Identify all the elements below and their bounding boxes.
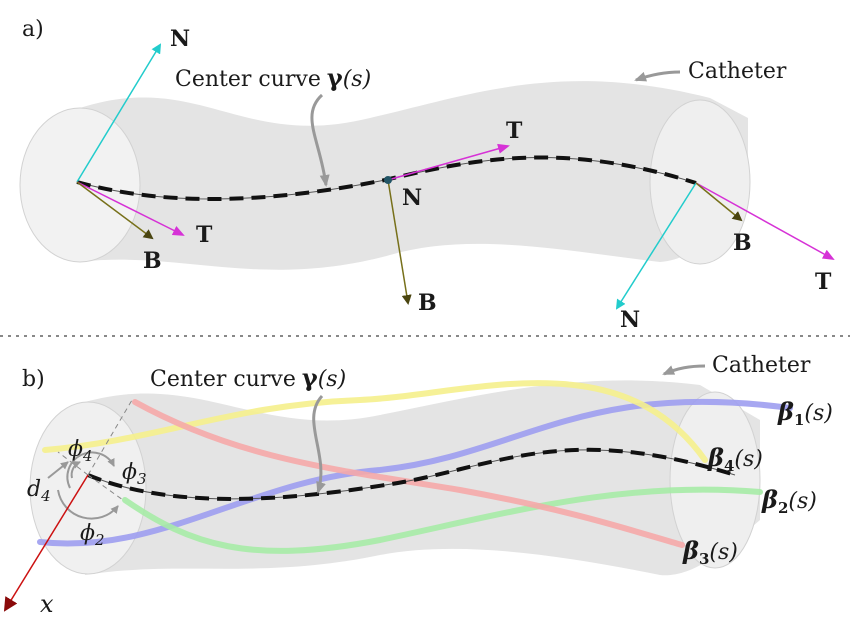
catheter-label-b: Catheter — [712, 353, 811, 378]
tube-end-right-b — [669, 391, 761, 569]
wire-beta-2 — [122, 486, 763, 554]
wire-beta-1 — [37, 398, 793, 547]
wire-beta-4 — [42, 380, 708, 463]
binormal-label-3: B — [733, 230, 752, 256]
x-axis-arrow — [3, 474, 89, 612]
distance-label-d4: d4 — [27, 477, 51, 505]
center-curve-pointer-a — [310, 93, 330, 187]
angle-arc-phi-3 — [66, 451, 115, 489]
tangent-label-3: T — [815, 269, 832, 295]
tube-end-left-b — [29, 401, 147, 575]
angle-arc-phi-2 — [57, 489, 119, 520]
x-axis-label: x — [40, 590, 54, 618]
catheter-label-a: Catheter — [688, 59, 787, 84]
tangent-vector-3 — [695, 182, 835, 260]
normal-vector-3 — [615, 182, 697, 310]
wire-beta-3 — [132, 399, 685, 548]
wire-label-beta-2: β2(s) — [761, 485, 817, 517]
wire-label-beta-3: β3(s) — [682, 536, 738, 568]
binormal-label-1: B — [143, 248, 162, 274]
center-curve-b-thin — [87, 449, 736, 500]
tangent-label-1: T — [196, 222, 213, 248]
normal-vector-2-tip — [384, 176, 392, 184]
angle-label-phi-2: ϕ2 — [80, 521, 105, 549]
tangent-label-2: T — [506, 118, 523, 144]
radius-line-beta-3 — [87, 399, 133, 476]
tube-end-right-a — [649, 99, 751, 265]
wire-label-beta-1: β1(s) — [777, 397, 833, 429]
binormal-vector-1 — [76, 181, 154, 240]
binormal-vector-2 — [387, 179, 412, 305]
angle-label-phi-4: ϕ4 — [68, 437, 93, 465]
binormal-label-2: B — [418, 290, 437, 316]
center-curve-pointer-b — [312, 394, 326, 494]
panel-a: a) N T B T N B N T B Catheter — [19, 17, 835, 333]
normal-vector-1 — [76, 43, 162, 183]
normal-label-2: N — [402, 185, 422, 211]
panel-a-label: a) — [22, 17, 44, 42]
panel-b-label: b) — [22, 367, 45, 392]
panel-b: b) x ϕ4 ϕ3 ϕ2 d4 β1(s) β4(s) β2(s) β3 — [3, 353, 833, 618]
binormal-vector-3 — [695, 182, 743, 222]
normal-label-1: N — [170, 26, 190, 52]
catheter-pointer-a — [634, 70, 681, 82]
angle-arc-phi-4 — [70, 461, 81, 479]
distance-pointer-d4 — [47, 461, 69, 479]
tangent-vector-1 — [76, 181, 185, 236]
radius-line-beta-2 — [87, 474, 124, 501]
tangent-vector-2 — [387, 143, 510, 181]
wire-label-beta-4: β4(s) — [707, 443, 763, 475]
angle-label-phi-3: ϕ3 — [122, 460, 147, 488]
catheter-tube-a — [80, 81, 748, 270]
catheter-pointer-b — [662, 364, 706, 376]
normal-label-3: N — [620, 307, 640, 333]
